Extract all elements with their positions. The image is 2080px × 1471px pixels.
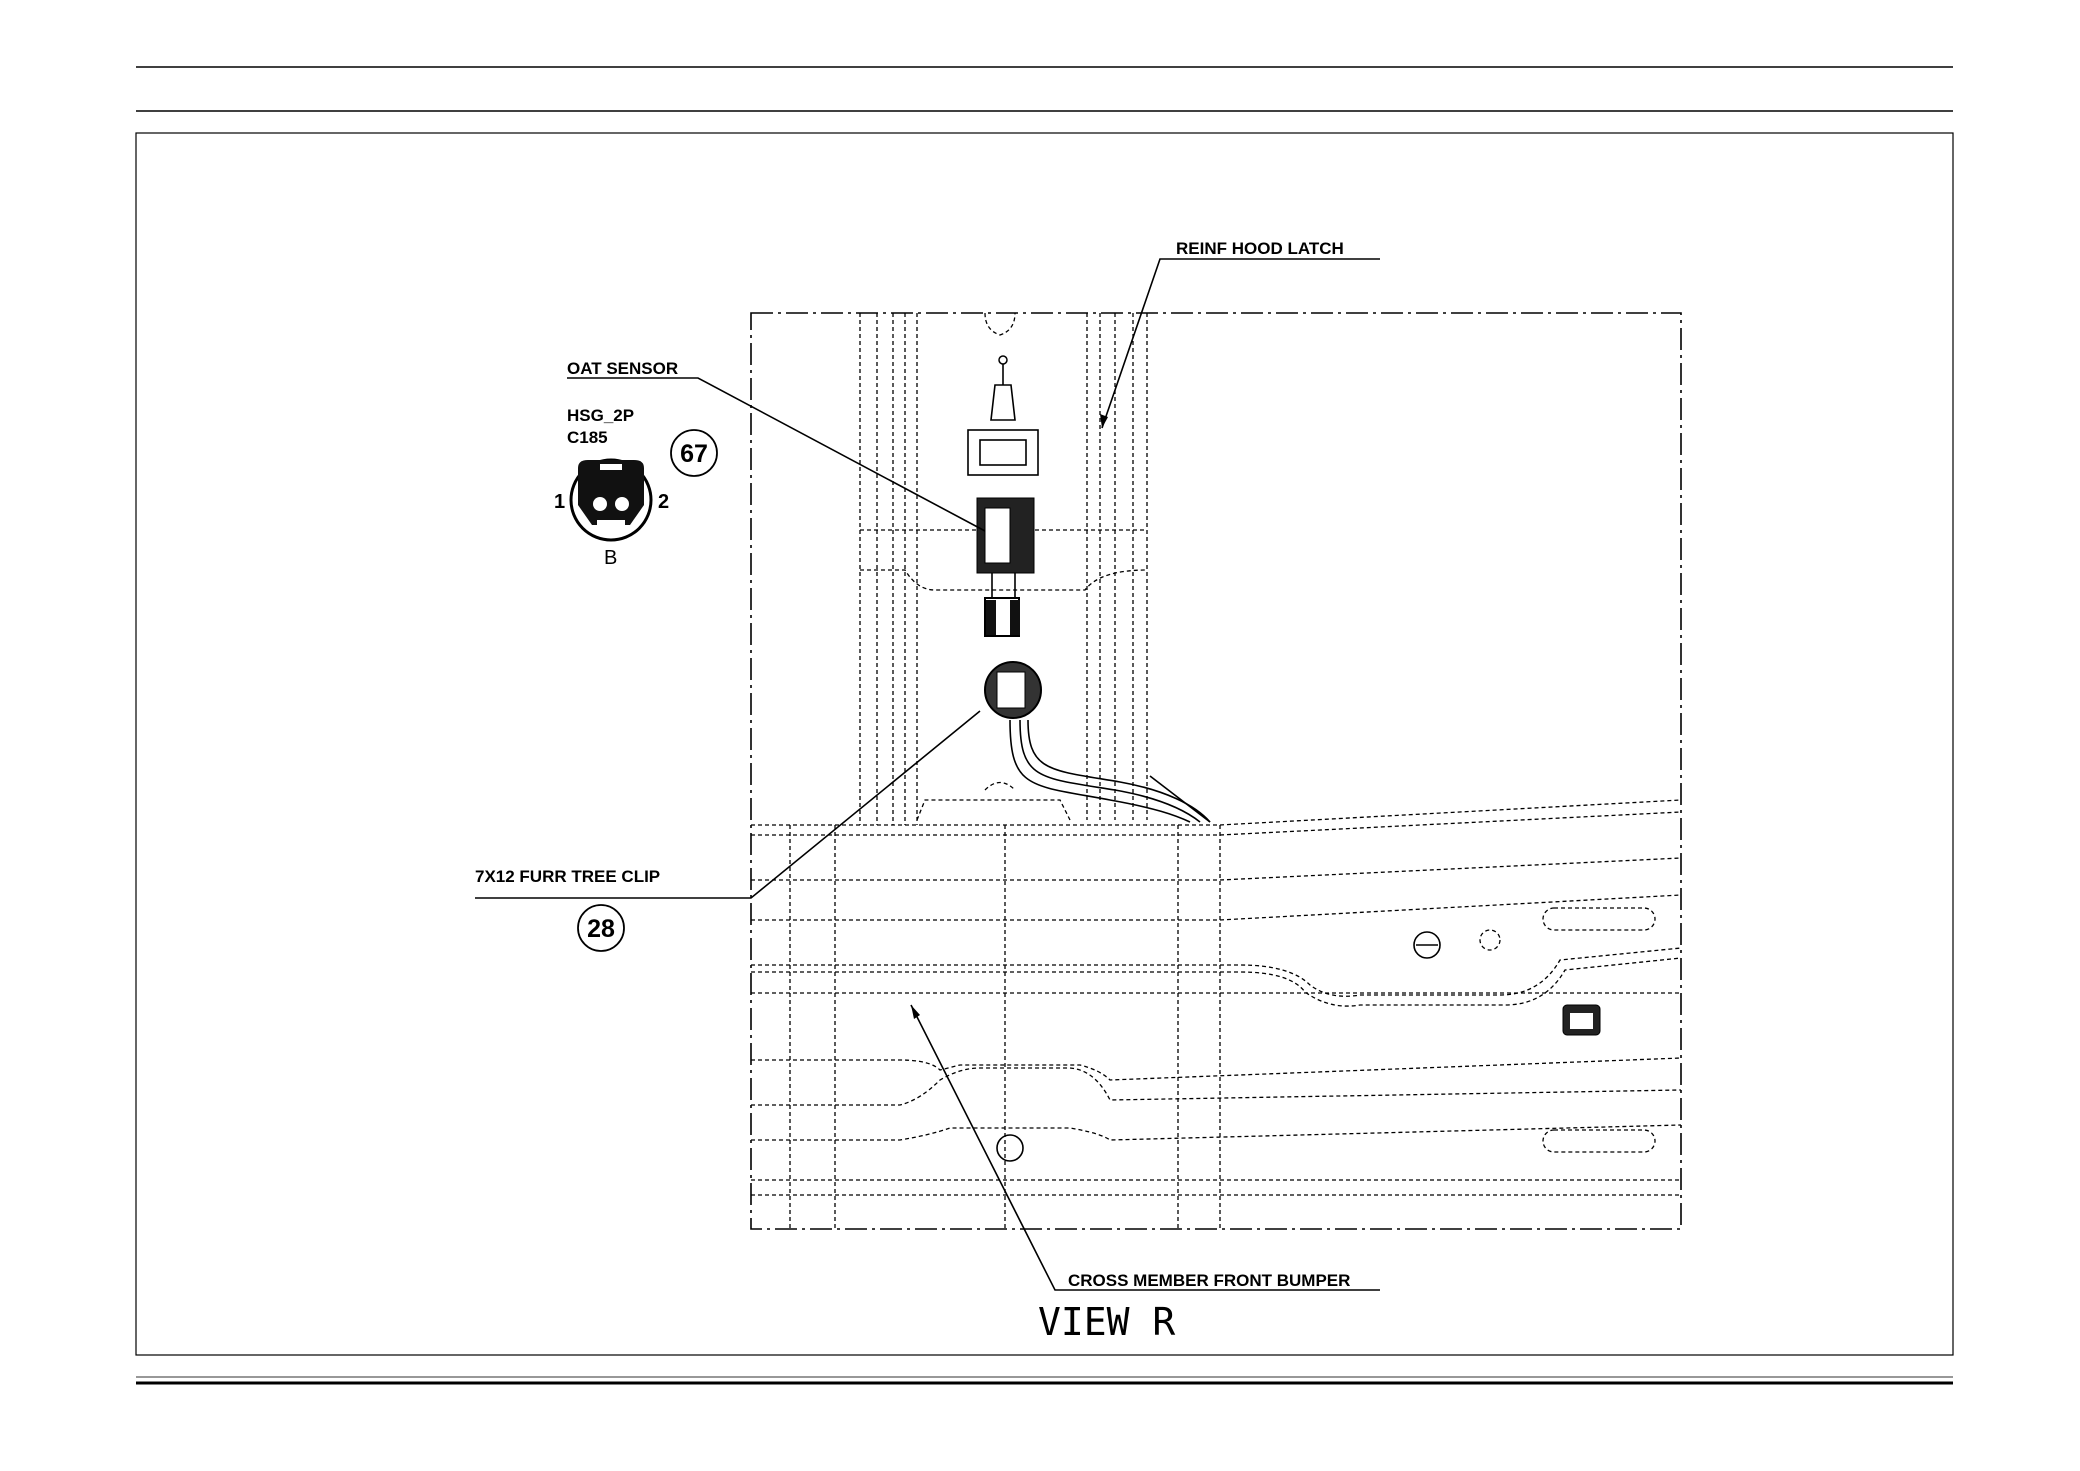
wire-harness — [1009, 719, 1211, 823]
item-number: 28 — [587, 915, 615, 943]
callout-oat-sensor: OAT SENSOR — [567, 359, 986, 532]
callout-furr-tree-clip: 7X12 FURR TREE CLIP — [475, 710, 981, 899]
connector-id: C185 — [567, 428, 608, 447]
callout-label: CROSS MEMBER FRONT BUMPER — [1068, 1271, 1350, 1290]
connector-c185: HSG_2P C185 1 2 B — [554, 406, 669, 569]
oat-sensor-part — [967, 355, 1043, 719]
connector-housing: HSG_2P — [567, 406, 634, 425]
connector-face-icon — [578, 460, 644, 525]
callout-label: 7X12 FURR TREE CLIP — [475, 867, 660, 886]
view-title: VIEW R — [1038, 1300, 1175, 1344]
cross-member-geometry — [751, 799, 1682, 1229]
pin-1-label: 1 — [554, 491, 565, 513]
item-balloon-67: 67 — [670, 429, 718, 477]
pin-2-label: 2 — [658, 491, 669, 513]
drawing-frame — [135, 132, 1954, 1356]
item-balloon-28: 28 — [577, 904, 625, 952]
callout-cross-member: CROSS MEMBER FRONT BUMPER — [910, 1004, 1380, 1291]
callout-label: REINF HOOD LATCH — [1176, 239, 1344, 258]
view-boundary — [750, 312, 1682, 1230]
callout-label: OAT SENSOR — [567, 359, 678, 378]
callout-reinf-hood-latch: REINF HOOD LATCH — [1100, 239, 1380, 429]
connector-color-code: B — [604, 547, 617, 569]
item-number: 67 — [680, 440, 708, 468]
